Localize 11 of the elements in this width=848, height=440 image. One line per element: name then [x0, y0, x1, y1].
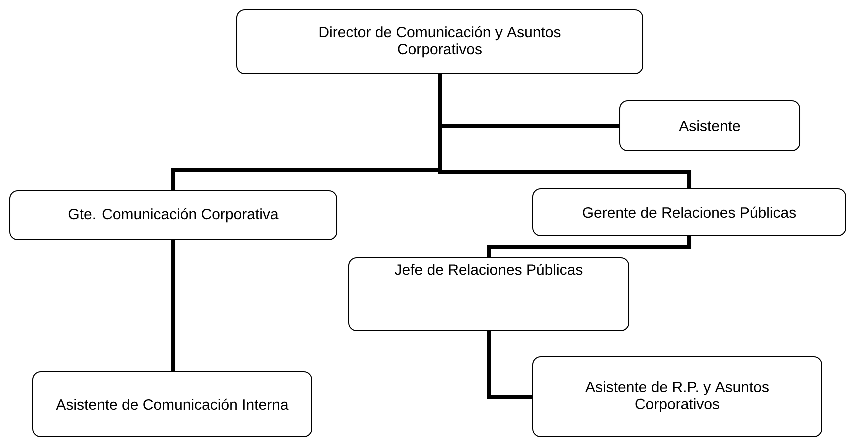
connector-line: [487, 236, 692, 258]
org-box: Gerente de Relaciones Públicas: [532, 188, 846, 236]
org-box: Director de Comunicación y Asuntos Corporativos: [236, 10, 644, 74]
org-box: Asistente: [620, 100, 800, 152]
connector-line: [487, 332, 532, 399]
org-box: Asistente de Comunicación Interna: [32, 372, 312, 438]
org-box: Gte. Comunicación Corporativa: [10, 190, 338, 240]
connector-line: [438, 74, 692, 188]
connector-line: [172, 240, 176, 372]
org-box: Jefe de Relaciones Públicas: [348, 258, 630, 332]
org-box: Asistente de R.P. y Asuntos Corporativos: [532, 356, 822, 438]
